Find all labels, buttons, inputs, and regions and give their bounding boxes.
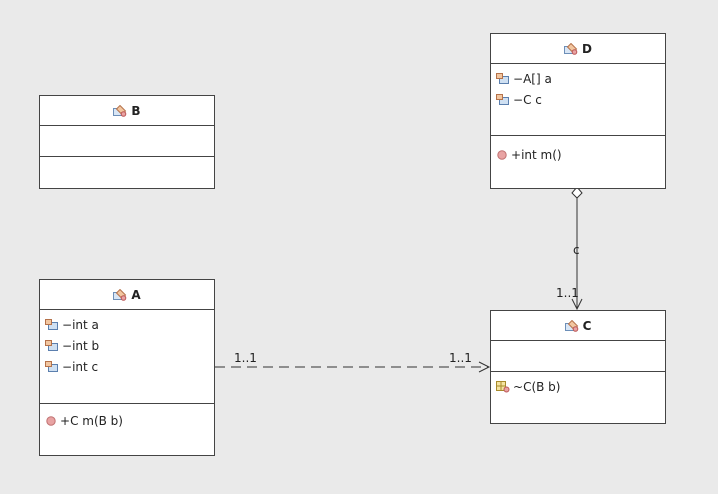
attribute-row[interactable]: − C c — [496, 89, 665, 110]
visibility: − — [513, 92, 524, 107]
aggregation-role-label: c — [573, 243, 580, 257]
class-a-operations: + C m(B b) — [40, 404, 214, 455]
attribute-text: int a — [72, 317, 99, 332]
operation-text: C m(B b) — [70, 413, 123, 428]
dependency-arrowhead — [478, 361, 491, 373]
attribute-row[interactable]: − int a — [45, 314, 214, 335]
class-a[interactable]: A − int a − int b − int c + C m(B b) — [39, 279, 215, 456]
class-icon — [113, 288, 127, 301]
field-icon — [45, 339, 59, 352]
class-c-name: C — [582, 318, 592, 333]
class-d-header: D — [491, 34, 665, 64]
aggregation-d-c[interactable] — [571, 186, 583, 311]
attribute-text: C c — [523, 92, 542, 107]
field-icon — [496, 93, 510, 106]
class-b-operations — [40, 157, 214, 188]
class-icon — [564, 319, 579, 332]
class-d-attributes: − A[] a − C c — [491, 64, 665, 136]
class-d[interactable]: D − A[] a − C c + int m() — [490, 33, 666, 189]
visibility: + — [60, 413, 71, 428]
class-c-attributes — [491, 341, 665, 372]
attribute-text: A[] a — [523, 71, 552, 86]
field-icon — [45, 360, 59, 373]
class-d-name: D — [582, 41, 592, 56]
class-icon — [113, 104, 127, 117]
constructor-icon — [496, 380, 510, 393]
class-d-operations: + int m() — [491, 136, 665, 188]
visibility: − — [513, 71, 524, 86]
attribute-row[interactable]: − int b — [45, 335, 214, 356]
visibility: ~ — [513, 379, 524, 394]
class-b[interactable]: B — [39, 95, 215, 189]
class-a-name: A — [131, 287, 141, 302]
attribute-text: int b — [72, 338, 100, 353]
visibility: − — [62, 317, 73, 332]
dependency-target-multiplicity: 1..1 — [449, 351, 472, 365]
attribute-row[interactable]: − int c — [45, 356, 214, 377]
aggregation-target-multiplicity: 1..1 — [556, 286, 579, 300]
class-a-attributes: − int a − int b − int c — [40, 310, 214, 404]
class-a-header: A — [40, 280, 214, 310]
attribute-row[interactable]: − A[] a — [496, 68, 665, 89]
visibility: + — [511, 147, 522, 162]
class-icon — [564, 42, 578, 55]
dependency-source-multiplicity: 1..1 — [234, 351, 257, 365]
class-b-header: B — [40, 96, 214, 126]
class-c-operations: ~ C(B b) — [491, 372, 665, 423]
field-icon — [45, 318, 59, 331]
attribute-text: int c — [72, 359, 99, 374]
class-b-name: B — [131, 103, 141, 118]
class-c[interactable]: C ~ C(B b) — [490, 310, 666, 424]
aggregation-arrowhead — [571, 298, 583, 311]
operation-row[interactable]: ~ C(B b) — [496, 376, 665, 397]
field-icon — [496, 72, 510, 85]
class-b-attributes — [40, 126, 214, 157]
class-c-header: C — [491, 311, 665, 341]
visibility: − — [62, 359, 73, 374]
operation-text: C(B b) — [523, 379, 561, 394]
method-icon — [496, 149, 508, 161]
aggregation-diamond — [571, 186, 583, 199]
method-icon — [45, 415, 57, 427]
operation-row[interactable]: + C m(B b) — [45, 410, 214, 431]
operation-row[interactable]: + int m() — [496, 144, 665, 165]
operation-text: int m() — [521, 147, 562, 162]
dependency-a-c[interactable] — [215, 361, 491, 373]
visibility: − — [62, 338, 73, 353]
